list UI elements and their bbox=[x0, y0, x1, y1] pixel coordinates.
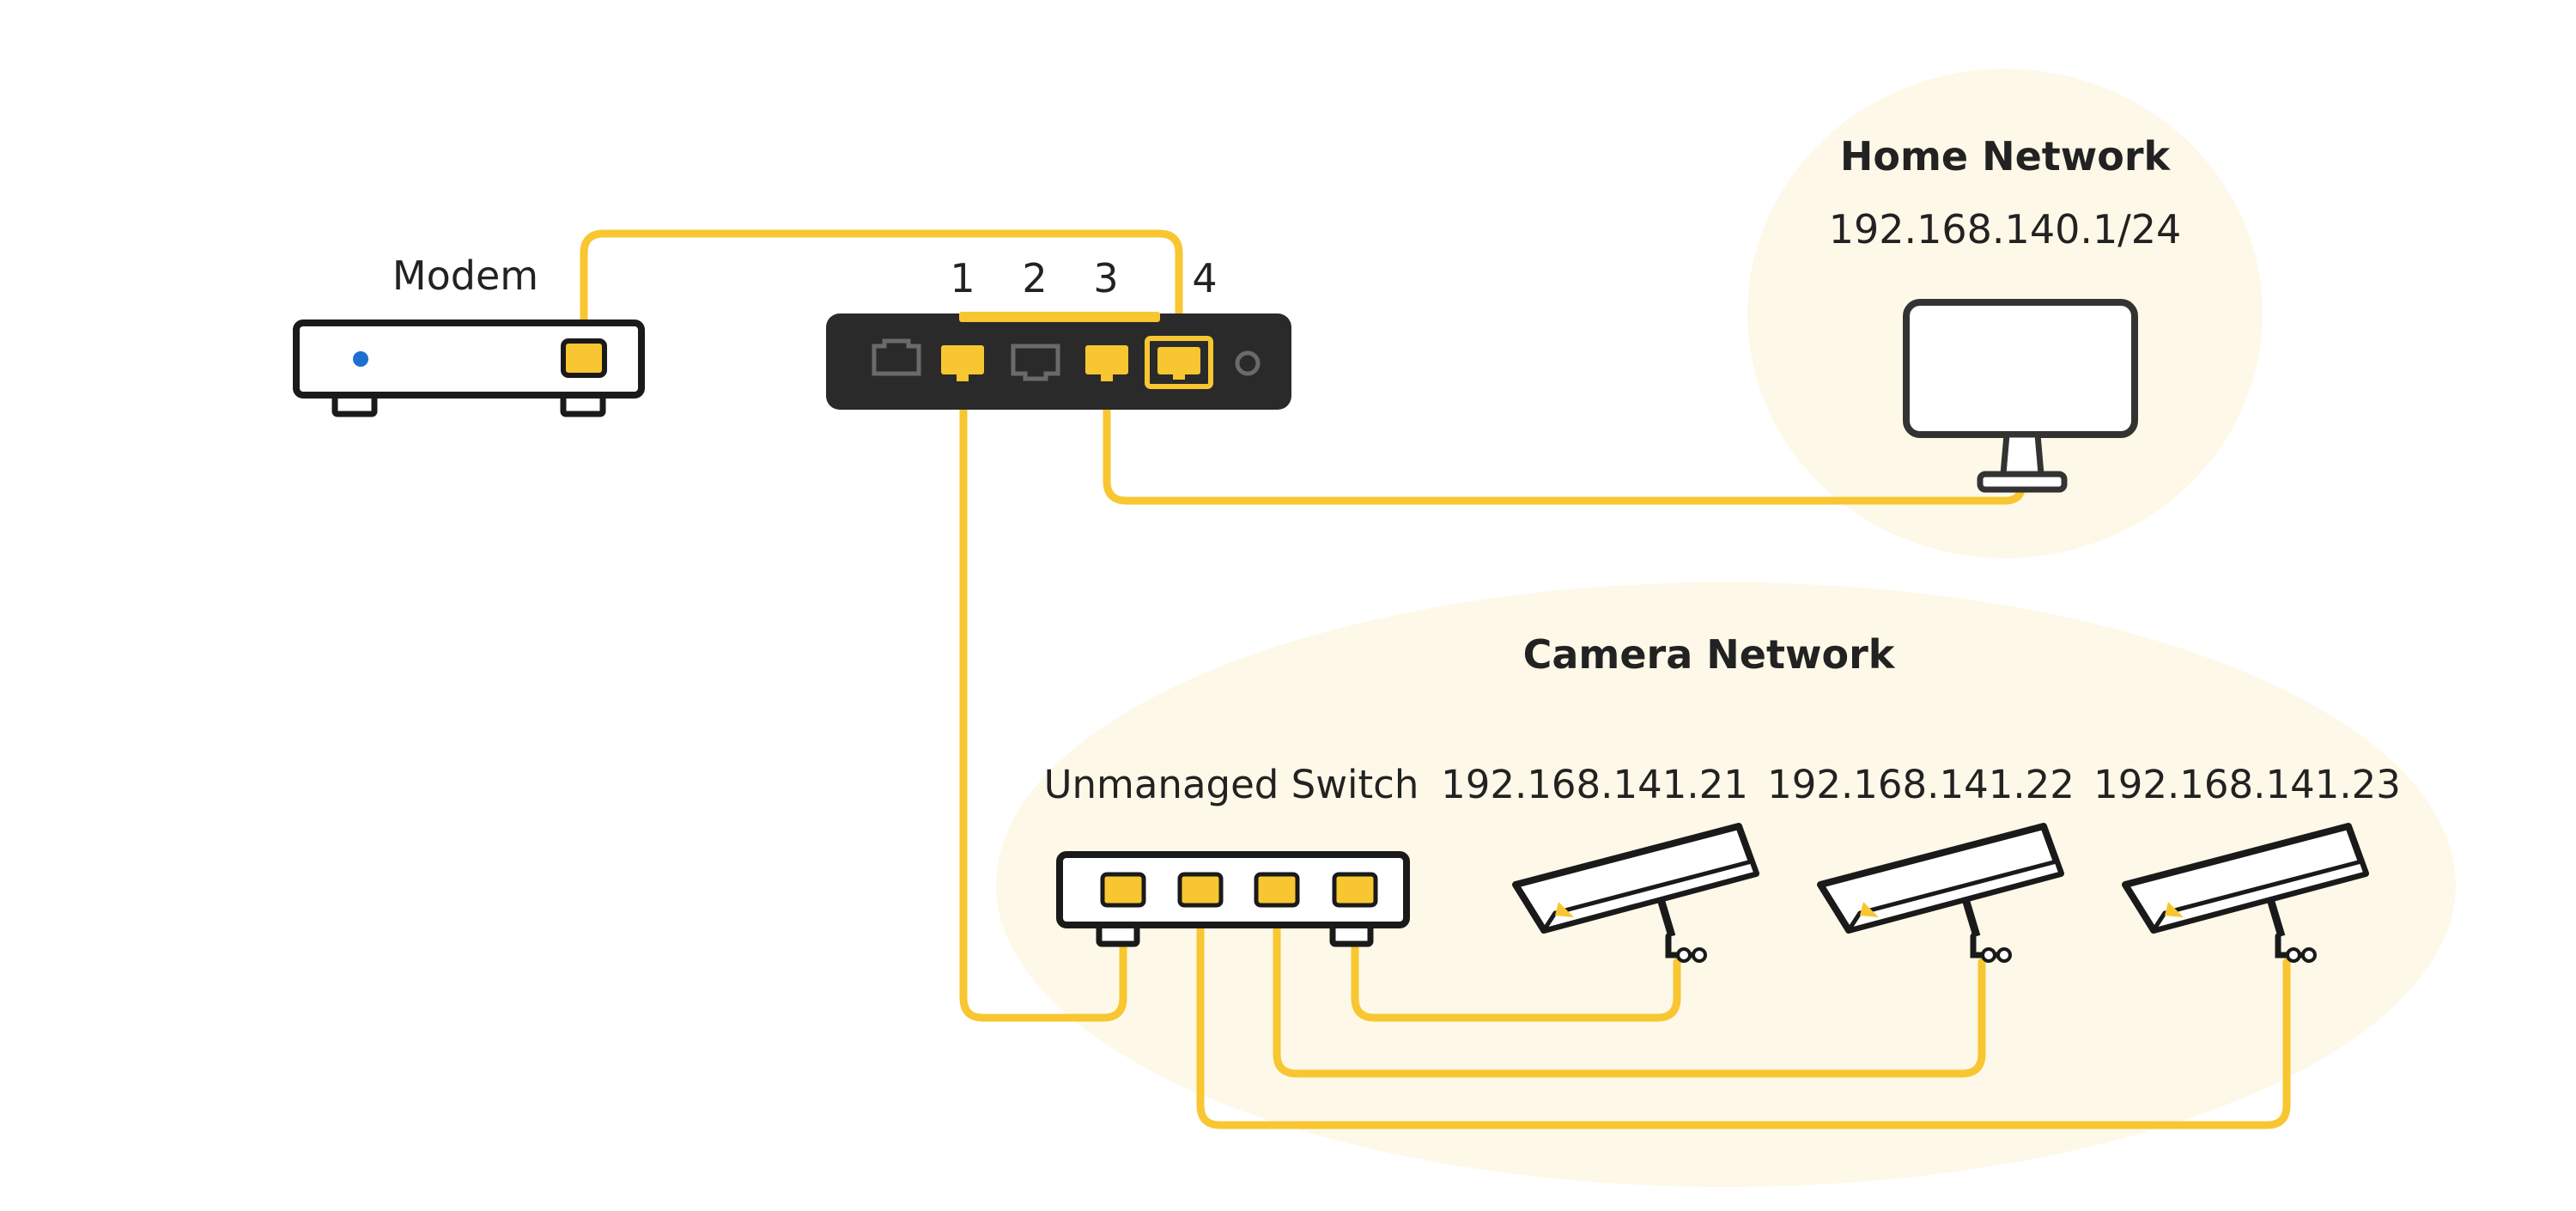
cable-router-port3-to-monitor bbox=[1103, 374, 2026, 505]
home-network-subnet: 192.168.140.1/24 bbox=[1829, 206, 2182, 253]
camera-2-ip: 192.168.141.22 bbox=[1767, 762, 2075, 807]
cable-switch-to-camera-1 bbox=[1351, 906, 1681, 1022]
router-port-1 bbox=[941, 345, 984, 381]
router-port-label-1: 1 bbox=[950, 255, 975, 301]
monitor-screen bbox=[1903, 299, 2138, 438]
switch-port-1 bbox=[1100, 872, 1146, 908]
switch-port-4 bbox=[1332, 872, 1378, 908]
router-port-label-2: 2 bbox=[1022, 255, 1047, 301]
security-camera-icon bbox=[2122, 823, 2369, 963]
router bbox=[826, 312, 1291, 410]
cable-switch-to-camera-2 bbox=[1273, 906, 1986, 1078]
modem bbox=[293, 319, 645, 417]
lan-ports-bracket bbox=[959, 312, 1160, 322]
camera-1-ip: 192.168.141.21 bbox=[1441, 762, 1748, 807]
camera-network-title: Camera Network bbox=[1523, 631, 1896, 678]
switch-label: Unmanaged Switch bbox=[1044, 762, 1419, 807]
modem-label: Modem bbox=[392, 253, 538, 299]
cables bbox=[580, 229, 2291, 1129]
security-camera-icon bbox=[1512, 823, 1759, 963]
camera-3-ip: 192.168.141.23 bbox=[2093, 762, 2401, 807]
modem-port bbox=[561, 338, 607, 378]
router-power-button bbox=[1235, 350, 1261, 376]
router-port-3 bbox=[1085, 345, 1128, 381]
router-port-2 bbox=[1011, 344, 1060, 381]
switch-port-3 bbox=[1254, 872, 1300, 908]
modem-led bbox=[353, 351, 368, 367]
camera-3 bbox=[2122, 823, 2369, 963]
monitor-neck bbox=[2000, 431, 2044, 478]
monitor-base bbox=[1977, 471, 2068, 493]
camera-2 bbox=[1817, 823, 2064, 963]
cable-modem-to-router-port4 bbox=[580, 229, 1183, 365]
modem-body bbox=[293, 319, 645, 399]
monitor bbox=[1903, 299, 2138, 493]
cable-router-port1-to-switch bbox=[959, 374, 1127, 1022]
router-port-label-3: 3 bbox=[1093, 255, 1118, 301]
switch-body bbox=[1056, 851, 1410, 928]
switch-port-2 bbox=[1177, 872, 1224, 908]
home-network-title: Home Network bbox=[1840, 133, 2172, 180]
router-port-label-4: 4 bbox=[1192, 255, 1217, 301]
router-port-4 bbox=[1145, 336, 1213, 389]
security-camera-icon bbox=[1817, 823, 2064, 963]
camera-1 bbox=[1512, 823, 1759, 963]
unmanaged-switch bbox=[1056, 851, 1410, 947]
cable-switch-to-camera-3 bbox=[1196, 906, 2291, 1129]
router-port-wan bbox=[872, 338, 921, 376]
